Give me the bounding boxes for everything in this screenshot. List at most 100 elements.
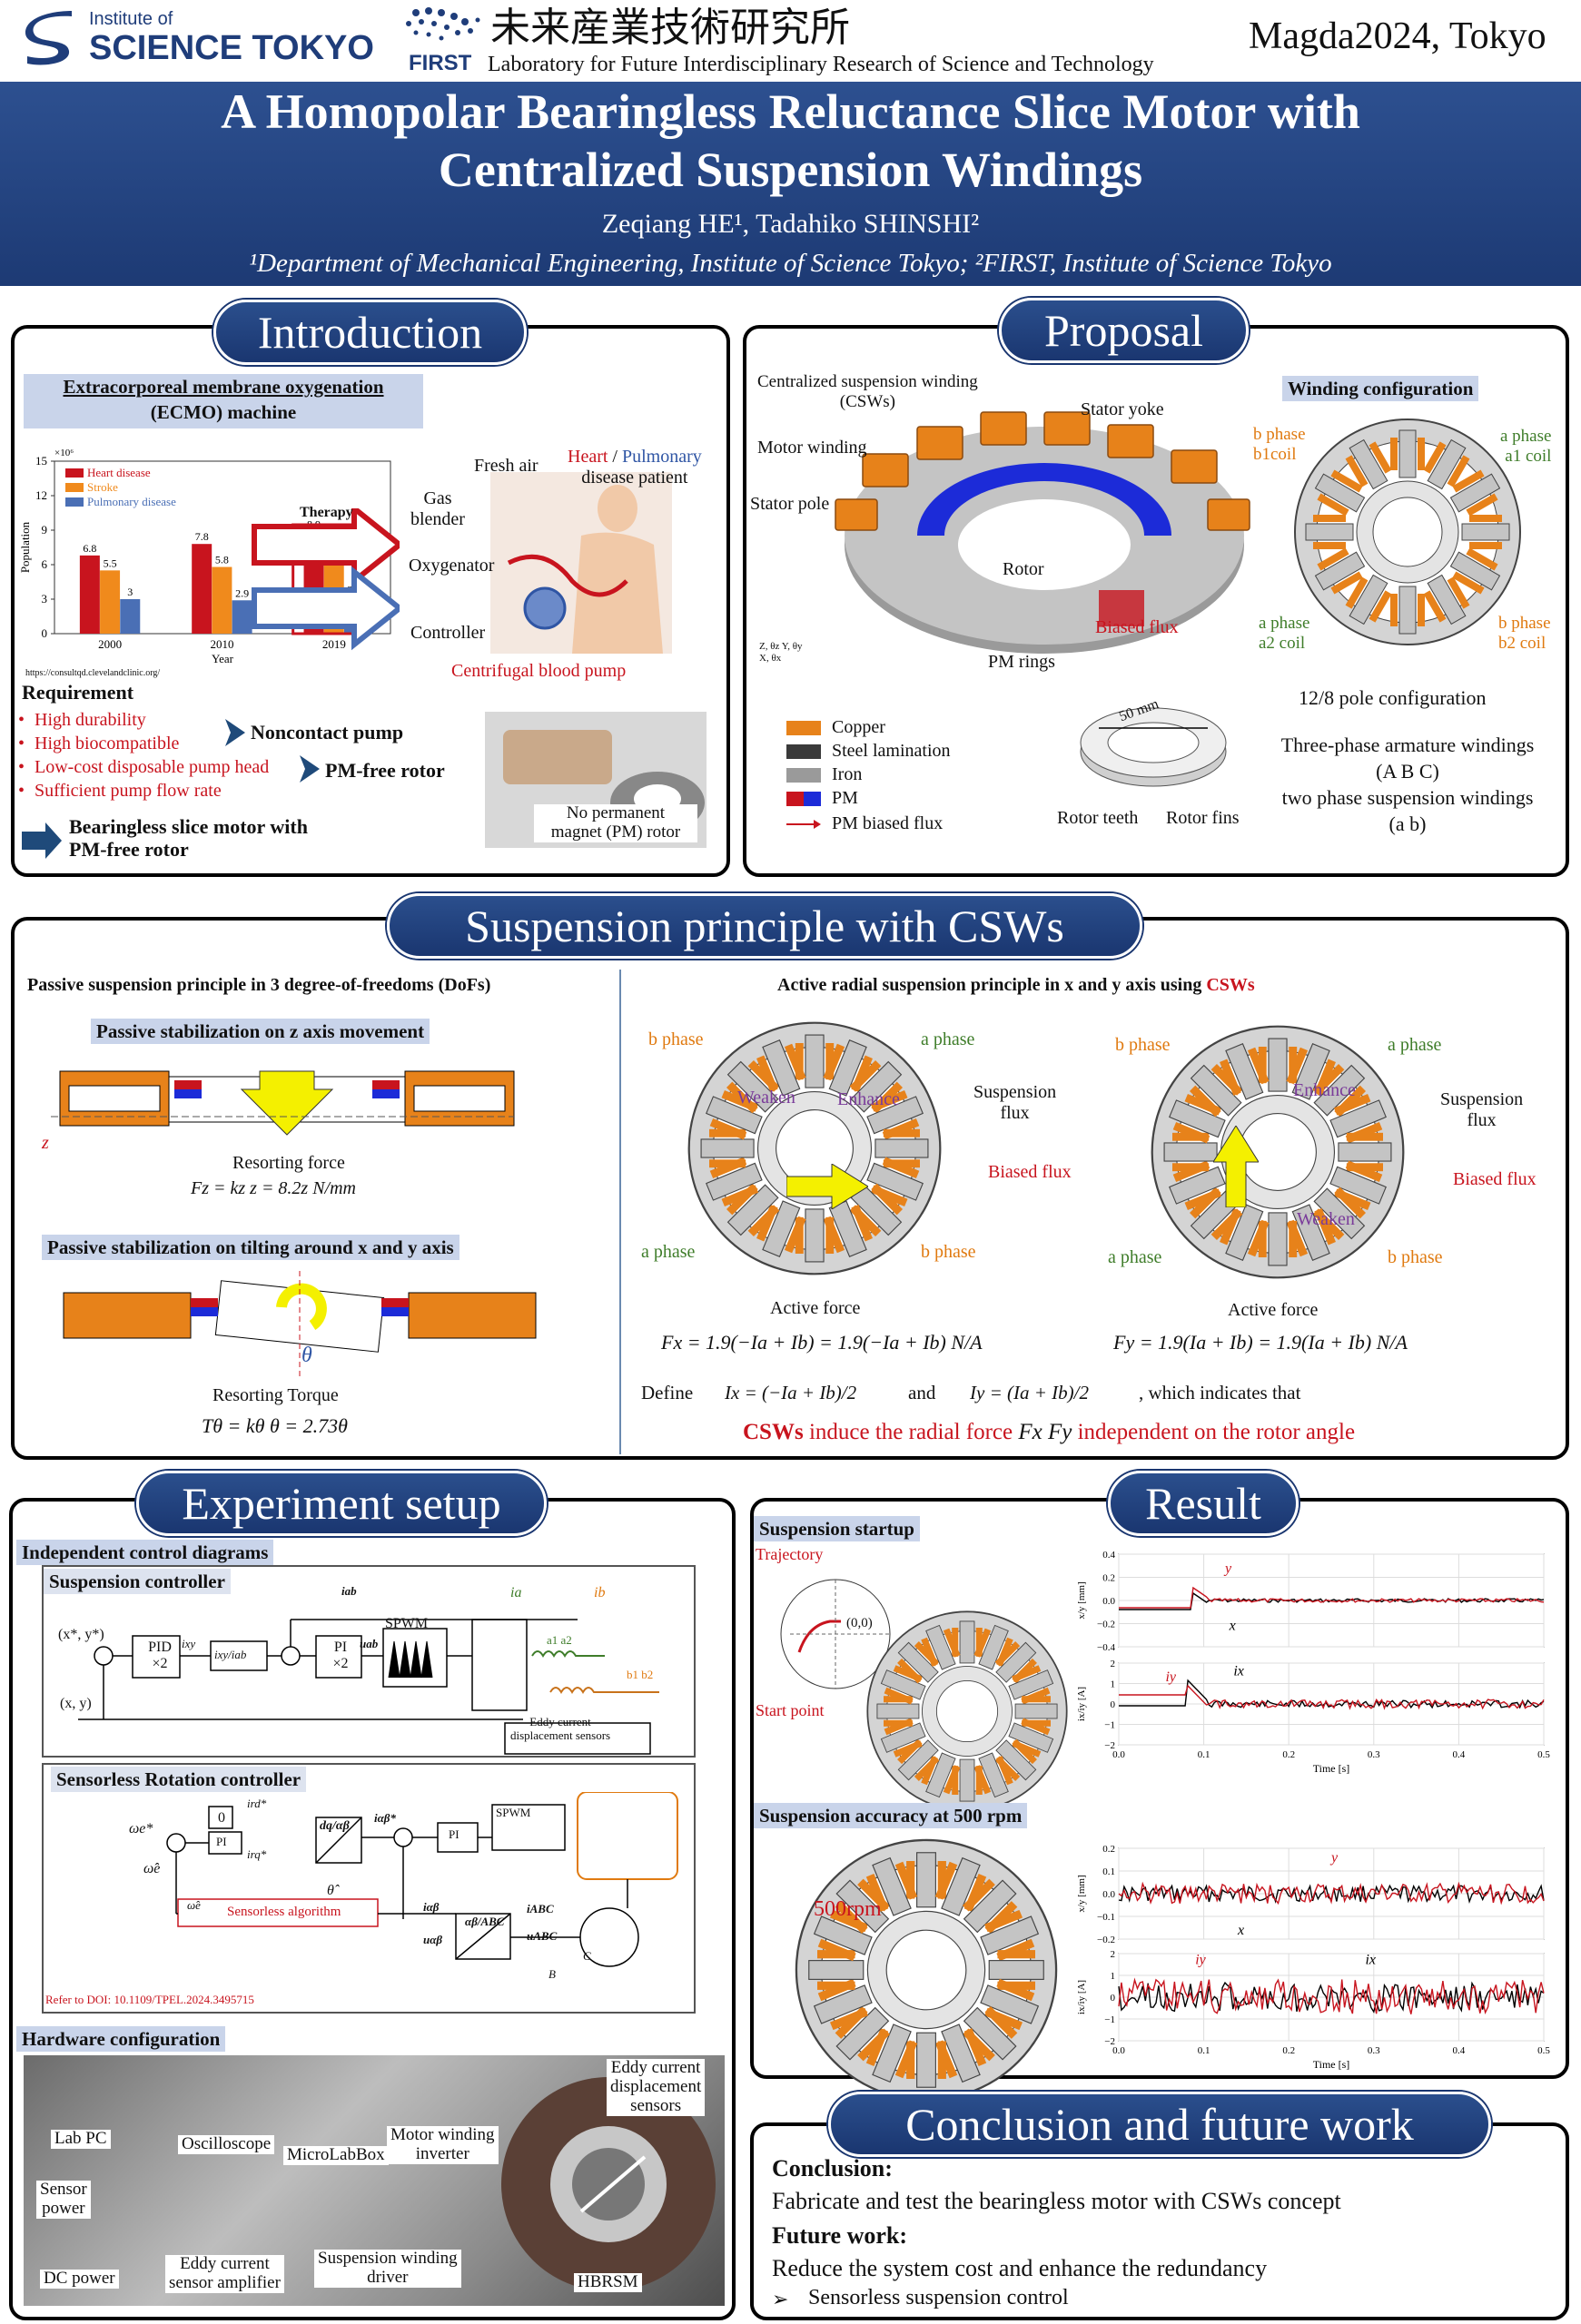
coil-left (882, 1157, 920, 1179)
tooth-body (1427, 574, 1467, 625)
x-enhance-label: Enhance (837, 1089, 900, 1109)
stator-tooth (1314, 547, 1366, 595)
legend-iron-swatch (786, 768, 821, 783)
x-biased-flux-label: Biased flux (988, 1162, 1072, 1182)
poster-title-line1: A Homopolar Bearingless Reluctance Slice… (221, 84, 1360, 139)
stator-tooth (973, 1624, 1013, 1670)
stator-tooth (952, 1620, 983, 1664)
y-tick-label: 12 (35, 488, 47, 502)
coil-left (747, 1205, 780, 1237)
x-sf-line1: Suspension (973, 1082, 1057, 1102)
x-tick: 0.5 (1537, 2045, 1550, 2056)
tooth-body (805, 1208, 825, 1263)
theta-label: θ (301, 1344, 312, 1367)
tooth-body (1314, 551, 1366, 591)
tooth-body (808, 1960, 865, 1980)
proposal-title: Proposal (999, 298, 1249, 363)
coil-left (884, 1687, 914, 1705)
time-axis-label: Time [s] (1313, 1762, 1350, 1775)
abc-label: αβ/ABC (465, 1915, 505, 1928)
active-title-text: Active radial suspension principle in x … (777, 975, 1207, 995)
suspension-conclusion: CSWs induce the radial force Fx Fy indep… (743, 1420, 1355, 1446)
legend-pm-swatch (786, 792, 821, 806)
stator-tooth (962, 1878, 1018, 1935)
legend-flux-arrow-icon (786, 820, 821, 829)
coil-left (795, 1043, 804, 1080)
we-ref-label: ωe* (129, 1821, 153, 1837)
legend-pm: PM (832, 788, 858, 808)
tooth-body (1163, 1142, 1218, 1162)
req-flow: Sufficient pump flow rate (18, 779, 269, 803)
a-phase-1: a phase (1500, 427, 1552, 446)
eca-line2: sensor amplifier (169, 2272, 281, 2292)
stator-tooth (1345, 574, 1392, 625)
gas-blender-line1: Gas (423, 488, 452, 508)
chart-source: https://consultqd.clevelandclinic.org/ (25, 668, 161, 678)
coil-left (1220, 1059, 1241, 1097)
coil-right (1418, 438, 1425, 470)
bar-2000-0 (79, 555, 100, 634)
legend-swatch-2 (65, 497, 84, 507)
tooth-body (813, 1915, 873, 1955)
a2-coil: a2 coil (1259, 633, 1306, 653)
x-tick: 0.3 (1368, 2045, 1380, 2056)
coil-left (1247, 1219, 1270, 1257)
institute-small-text: Institute of (89, 9, 173, 29)
coil-left (756, 1055, 778, 1093)
coil-right (784, 1043, 806, 1081)
coil-left (1346, 1132, 1383, 1141)
fy-equation: Fy = 1.9(Ia + Ib) = 1.9(Ia + Ib) N/A (1113, 1331, 1408, 1354)
tooth-body (897, 1641, 939, 1683)
coil-left (709, 1118, 747, 1140)
pulmonary-word: Pulmonary (621, 447, 702, 467)
tooth-body (874, 1138, 929, 1158)
b1-coil: b1coil (1253, 444, 1297, 464)
y-tick: 0.0 (1102, 1889, 1115, 1900)
coil-right (975, 1628, 983, 1657)
series-red (1119, 1586, 1545, 1609)
x-tick: 0.5 (1537, 1749, 1550, 1760)
z-axis-label: z (42, 1133, 49, 1153)
coil-left (897, 1658, 923, 1684)
conference-label: Magda2024, Tokyo (1249, 15, 1546, 57)
y-tick: 0.0 (1102, 1596, 1115, 1607)
define-word: Define (641, 1382, 694, 1403)
coil-left (994, 1641, 1021, 1667)
pid-x2: ×2 (152, 1656, 168, 1672)
tooth-body (726, 1184, 779, 1236)
y-axis-label: ix/iy [A] (1076, 1687, 1087, 1721)
coil-right (795, 1216, 804, 1254)
coil-right (1469, 542, 1502, 549)
affiliations: ¹Department of Mechanical Engineering, I… (249, 249, 1332, 278)
active-title: Active radial suspension principle in x … (777, 975, 1255, 996)
series-label-black: ix (1365, 1953, 1376, 1968)
yoke-label: Stator yoke (1081, 399, 1164, 419)
coil-left (1418, 594, 1425, 626)
conclusion-title: Conclusion and future work (828, 2092, 1491, 2157)
startup-stator-diagram (866, 1610, 1068, 1812)
coil-right (1289, 1047, 1298, 1084)
controller-label: Controller (410, 623, 486, 643)
startup-header: Suspension startup (754, 1516, 920, 1541)
y-tick: 2 (1111, 1949, 1116, 1960)
x-sf-line2: flux (1000, 1103, 1030, 1123)
stator-tooth (906, 2032, 946, 2088)
concl-csws: CSWs (743, 1420, 804, 1444)
coil-left (1452, 469, 1485, 493)
series-label-red: y (1329, 1850, 1339, 1866)
series-label-red: iy (1195, 1953, 1206, 1968)
a2-phase-label: a phase a2 coil (1259, 614, 1309, 654)
coil-left (1258, 1047, 1267, 1084)
tooth-body (963, 1879, 1017, 1934)
armature-line1: Three-phase armature windings (1280, 734, 1535, 756)
tooth-body (959, 1758, 975, 1802)
patient-word: disease patient (581, 468, 688, 487)
tooth-body (1291, 1204, 1330, 1261)
indicates-text: , which indicates that (1139, 1382, 1301, 1403)
series-label-red: y (1223, 1561, 1232, 1576)
arrow-noncontact-icon (225, 719, 245, 746)
rotor-teeth-label: Rotor teeth (1057, 808, 1139, 828)
